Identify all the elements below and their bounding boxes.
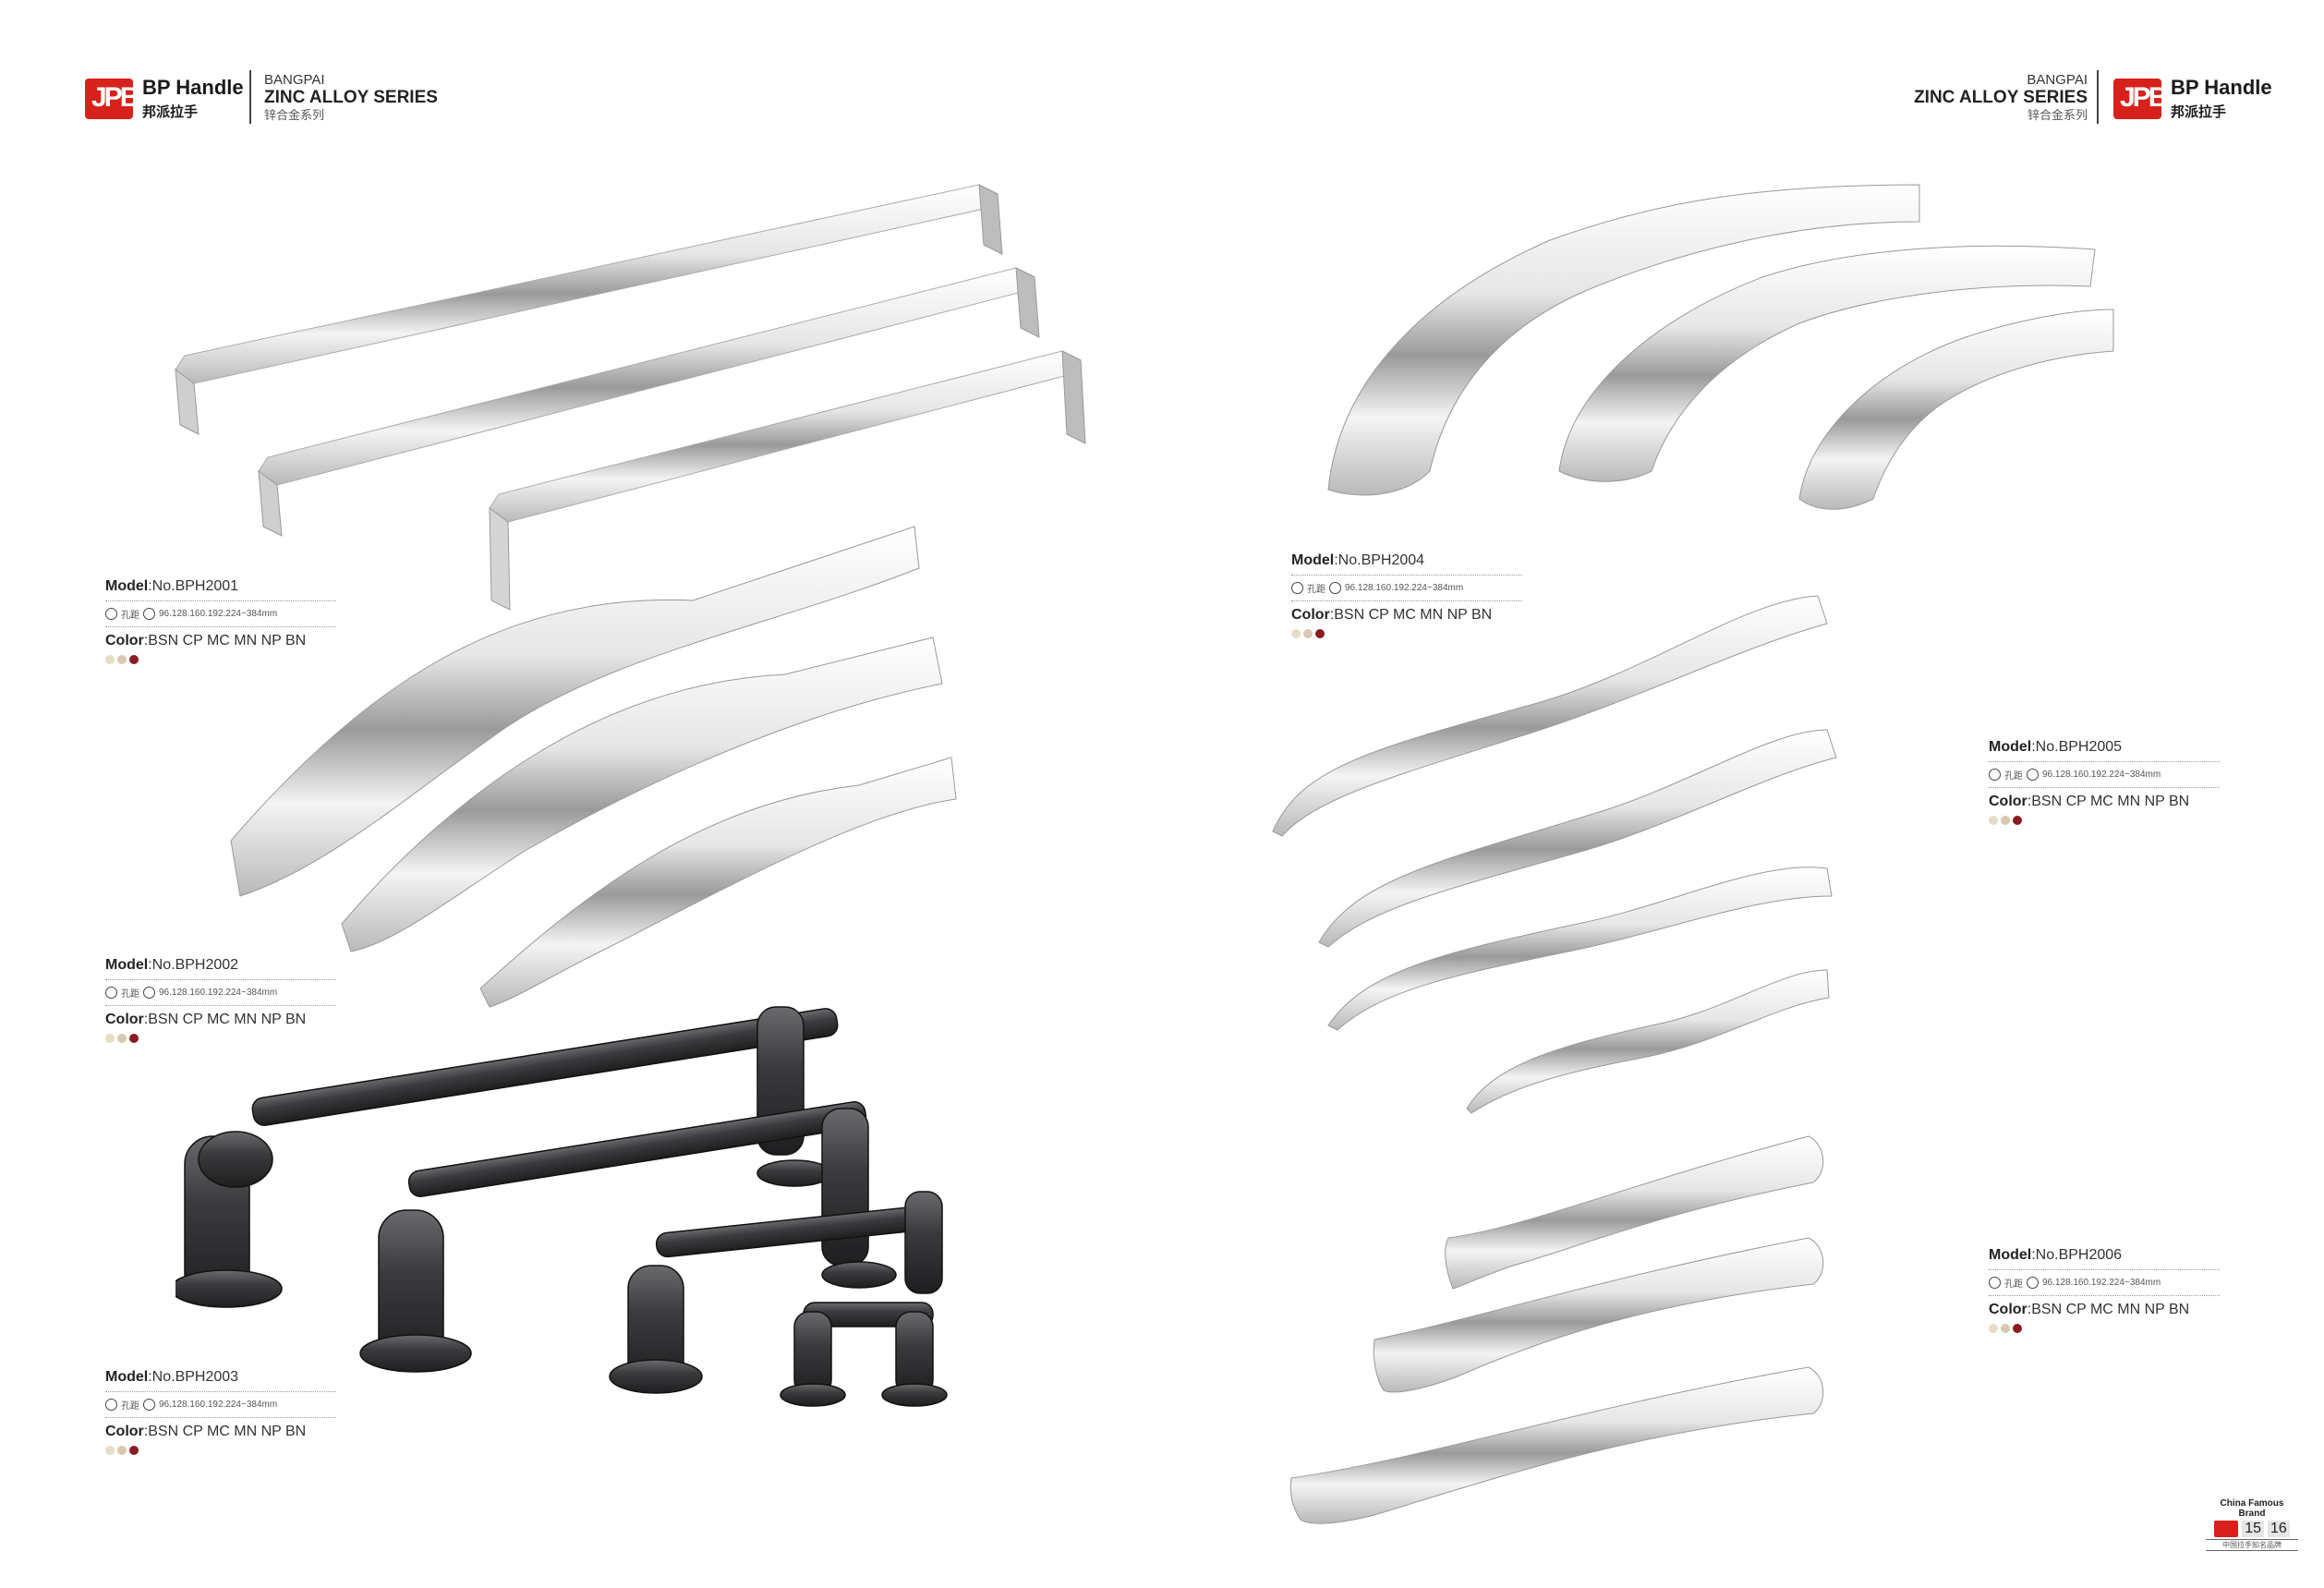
product-image-bph2001 bbox=[175, 184, 1086, 611]
header-divider bbox=[249, 70, 251, 124]
hole-icon bbox=[1291, 582, 1303, 594]
product-image-bph2006 bbox=[1289, 1135, 1824, 1524]
series-title-right: BANGPAI ZINC ALLOY SERIES 锌合金系列 bbox=[1914, 72, 2088, 122]
color-swatch bbox=[1315, 629, 1325, 638]
famous-brand-label: China Famous Brand bbox=[2220, 1498, 2284, 1519]
left-page: JPB BP Handle 邦派拉手 BANGPAI ZINC ALLOY SE… bbox=[85, 70, 1086, 1455]
hole-icon bbox=[143, 987, 155, 999]
logo-mark: JPB bbox=[2113, 78, 2168, 119]
hole-icon bbox=[1989, 769, 2001, 781]
color-swatch bbox=[1291, 629, 1301, 638]
color-swatch bbox=[2001, 1324, 2010, 1333]
hole-icon bbox=[143, 608, 155, 620]
product-image-bph2003 bbox=[176, 1006, 948, 1407]
color-swatches bbox=[1989, 816, 2220, 825]
hole-icon bbox=[143, 1399, 155, 1411]
color-swatch bbox=[117, 1034, 127, 1043]
hole-icon bbox=[1989, 1277, 2001, 1289]
series-line2: ZINC ALLOY SERIES bbox=[264, 88, 438, 107]
brand-name-cn: 邦派拉手 bbox=[142, 104, 199, 120]
color-swatches bbox=[105, 655, 336, 664]
color-swatch bbox=[2013, 1324, 2022, 1333]
color-swatch bbox=[1989, 816, 1998, 825]
color-swatches bbox=[105, 1034, 336, 1043]
color-swatch bbox=[105, 1034, 115, 1043]
hole-icon bbox=[2027, 1277, 2039, 1289]
color-swatch bbox=[105, 1446, 115, 1455]
header-divider bbox=[2097, 70, 2099, 124]
color-swatch bbox=[129, 1034, 139, 1043]
color-swatches bbox=[1291, 629, 1522, 638]
color-swatch bbox=[117, 655, 127, 664]
footer-logo bbox=[2214, 1521, 2239, 1537]
logo-mark: JPB bbox=[85, 78, 139, 119]
hole-icon bbox=[105, 1399, 117, 1411]
hole-icon bbox=[2027, 769, 2039, 781]
product-image-bph2005 bbox=[1272, 595, 1837, 1114]
color-swatch bbox=[129, 655, 139, 664]
series-title: BANGPAI ZINC ALLOY SERIES 锌合金系列 bbox=[264, 72, 438, 123]
series-line3: 锌合金系列 bbox=[264, 108, 325, 122]
footer-cn: 中国拉手知名品牌 bbox=[2206, 1539, 2298, 1551]
color-swatch bbox=[105, 655, 115, 664]
right-page: BANGPAI ZINC ALLOY SERIES 锌合金系列 JPB BP H… bbox=[1162, 0, 2324, 1588]
brand-name-en: BP Handle bbox=[142, 76, 244, 99]
hole-icon bbox=[1329, 582, 1341, 594]
color-swatch bbox=[2001, 816, 2010, 825]
page-number-right: 16 bbox=[2268, 1521, 2290, 1537]
brand-logo-right: JPB BP Handle 邦派拉手 bbox=[2113, 76, 2272, 121]
color-swatch bbox=[1303, 629, 1313, 638]
page-number-left: 15 bbox=[2242, 1521, 2264, 1537]
product-image-bph2004 bbox=[1327, 184, 2114, 510]
product-image-bph2002 bbox=[230, 526, 957, 1008]
color-swatch bbox=[2013, 816, 2022, 825]
page-footer: China Famous Brand 15 16 中国拉手知名品牌 bbox=[2206, 1498, 2298, 1551]
series-line1: BANGPAI bbox=[264, 72, 325, 88]
hole-icon bbox=[105, 987, 117, 999]
color-swatches bbox=[1989, 1324, 2220, 1333]
color-swatch bbox=[1989, 1324, 1998, 1333]
color-swatch bbox=[129, 1446, 139, 1455]
hole-icon bbox=[105, 608, 117, 620]
color-swatches bbox=[105, 1446, 336, 1455]
color-swatch bbox=[117, 1446, 127, 1455]
brand-logo: JPB BP Handle 邦派拉手 bbox=[85, 76, 244, 121]
